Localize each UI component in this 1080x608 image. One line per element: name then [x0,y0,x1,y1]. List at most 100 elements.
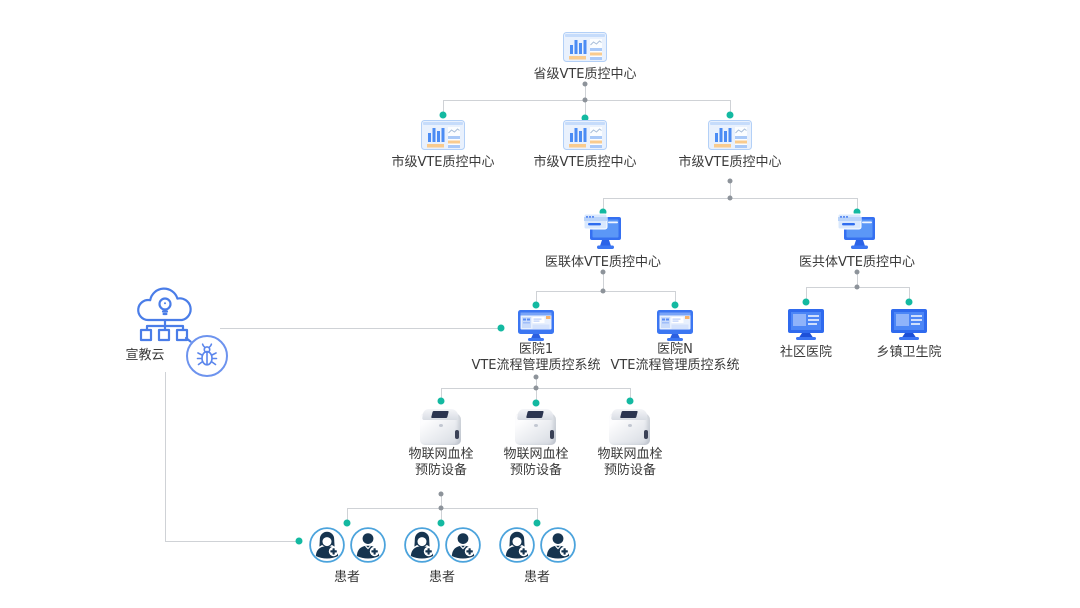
node-label: 患者 [333,570,360,585]
bug-badge [186,335,228,377]
connector-line [857,198,858,210]
node-community-hospital: 社区医院 [746,308,866,360]
endpoint-dot [295,537,303,545]
node-label: 市级VTE质控中心 [533,155,637,170]
node-label: 医共体VTE质控中心 [798,255,916,270]
node-label: 医院1 [518,342,554,357]
connector-line [536,291,675,292]
node-hospital-n: 医院N VTE流程管理质控系统 [595,309,755,373]
junction-dot [533,374,539,380]
connector-line [536,388,537,401]
connector-line [347,508,348,521]
cloud-to-hospital-line [220,328,498,329]
node-label: 省级VTE质控中心 [533,67,637,82]
endpoint-dot [671,301,679,309]
iot-device-icon [608,408,652,446]
dashboard-chart-icon [563,120,607,150]
junction-dot [854,269,860,275]
node-provincial-vte-center: 省级VTE质控中心 [515,32,655,82]
node-iot-device-2: 物联网血栓 预防设备 [486,408,586,478]
node-label: 物联网血栓 [597,447,663,462]
node-label: 市级VTE质控中心 [678,155,782,170]
node-iot-device-3: 物联网血栓 预防设备 [580,408,680,478]
connector-line [536,379,537,388]
node-patient-group-2: 患者 [382,527,502,585]
female-medic-avatar-icon [498,527,535,563]
endpoint-dot [802,298,810,306]
connector-line [441,388,442,399]
junction-dot [600,269,606,275]
connector-line [537,508,538,521]
cloud-to-patients-line [165,372,166,541]
junction-dot [582,97,588,103]
node-patient-group-1: 患者 [287,527,407,585]
node-label: 物联网血栓 [408,447,474,462]
endpoint-dot [532,399,540,407]
connector-line [909,287,910,300]
endpoint-dot [437,519,445,527]
connector-line [585,100,586,116]
female-medic-avatar-icon [403,527,440,563]
connector-line [806,287,807,300]
junction-dot [533,385,539,391]
dashboard-chart-icon [421,120,465,150]
node-sublabel: VTE流程管理质控系统 [471,358,601,373]
desktop-monitor-icon [891,309,927,340]
hospital-system-monitor-icon [657,310,693,341]
node-medical-alliance-center: 医联体VTE质控中心 [523,212,683,270]
node-label: 乡镇卫生院 [876,345,942,360]
cloud-to-patients-line [165,541,296,542]
node-municipal-vte-center-1: 市级VTE质控中心 [373,120,513,170]
junction-dot [600,288,606,294]
endpoint-dot [853,208,861,216]
connector-line [730,100,731,113]
hospital-system-monitor-icon [518,310,554,341]
junction-dot [438,505,444,511]
junction-dot [727,195,733,201]
node-label: 社区医院 [779,345,832,360]
endpoint-dot [437,397,445,405]
endpoint-dot [599,208,607,216]
monitor-window-icon [837,213,875,249]
junction-dot [854,284,860,290]
female-medic-avatar-icon [308,527,345,563]
male-patient-avatar-icon [539,527,576,563]
connector-line [630,388,631,399]
male-patient-avatar-icon [349,527,386,563]
node-sublabel: 预防设备 [603,463,656,478]
junction-dot [582,81,588,87]
junction-dot [727,178,733,184]
connector-line [585,86,586,99]
node-municipal-vte-center-2: 市级VTE质控中心 [515,120,655,170]
node-patient-group-3: 患者 [477,527,597,585]
endpoint-dot [439,111,447,119]
endpoint-dot [626,397,634,405]
endpoint-dot [497,324,505,332]
node-township-health-center: 乡镇卫生院 [849,308,969,360]
node-label: 患者 [428,570,455,585]
male-patient-avatar-icon [444,527,481,563]
connector-line [675,291,676,303]
monitor-window-icon [583,213,621,249]
dashboard-chart-icon [563,32,607,62]
node-label: 医联体VTE质控中心 [544,255,662,270]
node-medical-community-center: 医共体VTE质控中心 [777,212,937,270]
connector-line [441,508,442,521]
connector-line [603,274,604,291]
iot-device-icon [514,408,558,446]
endpoint-dot [532,301,540,309]
node-iot-device-1: 物联网血栓 预防设备 [391,408,491,478]
endpoint-dot [533,519,541,527]
iot-device-icon [419,408,463,446]
connector-line [443,100,444,113]
node-sublabel: 预防设备 [509,463,562,478]
connector-line [441,496,442,508]
bug-icon [196,343,218,366]
node-label: 物联网血栓 [503,447,569,462]
node-hospital-1: 医院1 VTE流程管理质控系统 [456,309,616,373]
dashboard-chart-icon [708,120,752,150]
node-sublabel: VTE流程管理质控系统 [610,358,740,373]
node-sublabel: 预防设备 [414,463,467,478]
connector-line [536,291,537,303]
